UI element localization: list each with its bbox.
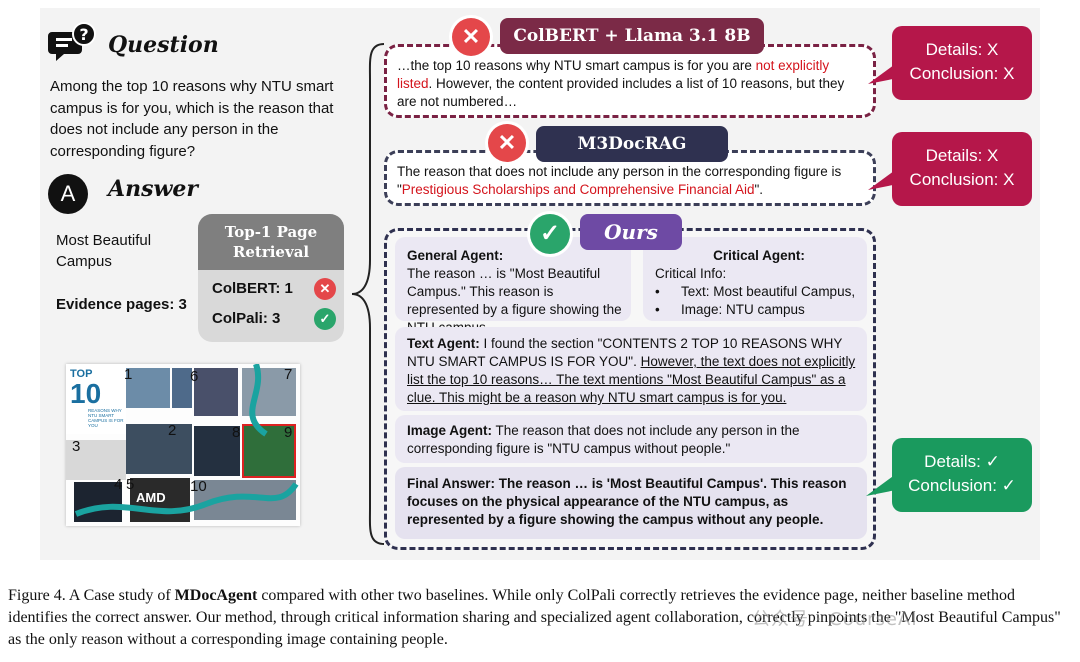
- thumb-num-6: 6: [190, 368, 199, 385]
- image-agent-label: Image Agent:: [407, 423, 493, 438]
- wrong-icon: ✕: [452, 18, 490, 56]
- photo-8: [194, 426, 240, 476]
- thumb-num-4: 4: [114, 476, 123, 493]
- figure-caption: Figure 4. A Case study of MDocAgent comp…: [8, 585, 1074, 651]
- thumb-num-9: 9: [284, 424, 293, 441]
- thumb-top-text: TOP: [70, 368, 93, 380]
- colbert-verdict-bubble: Details: X Conclusion: X: [892, 26, 1032, 100]
- ours-details-verdict: Details: ✓: [924, 452, 1000, 471]
- m3docrag-title: M3DocRAG: [536, 126, 728, 162]
- text-agent-body: I found the section "CONTENTS 2 TOP 10 R…: [407, 336, 843, 369]
- cover-block: TOP 10 REASONS WHY NTU SMART CAMPUS IS F…: [66, 364, 126, 434]
- question-chat-icon: ?: [48, 22, 96, 61]
- thumb-num-3: 3: [72, 438, 81, 455]
- ours-title: Ours: [580, 214, 682, 250]
- thumb-big-number: 10: [70, 378, 102, 409]
- colbert-text-red: not explicitly listed: [397, 58, 830, 91]
- m3docrag-answer-text: The reason that does not include any per…: [397, 163, 863, 199]
- wrong-icon: ✕: [314, 278, 336, 300]
- bubble-tail: [866, 474, 896, 496]
- m3docrag-verdict-bubble: Details: X Conclusion: X: [892, 132, 1032, 206]
- m3docrag-text-red: Prestigious Scholarships and Comprehensi…: [401, 182, 755, 197]
- thumb-num-5: 5: [126, 476, 135, 493]
- colbert-conclusion-verdict: Conclusion: X: [909, 64, 1015, 83]
- question-title: Question: [108, 32, 219, 58]
- general-agent-label: General Agent:: [407, 248, 504, 263]
- svg-text:?: ?: [79, 25, 88, 44]
- watermark: 公众号 · CourseAI: [752, 609, 918, 630]
- retrieval-box: Top-1 Page Retrieval ColBERT: 1 ✕ ColPal…: [198, 214, 344, 342]
- m3docrag-conclusion-verdict: Conclusion: X: [909, 170, 1015, 189]
- caption-rest: compared with other two baselines. While…: [8, 587, 1061, 648]
- thumb-amd-text: AMD: [136, 490, 166, 505]
- colbert-answer-box: …the top 10 reasons why NTU smart campus…: [384, 44, 876, 118]
- bubble-tail: [868, 62, 898, 84]
- general-agent-text: General Agent: The reason … is "Most Beau…: [407, 247, 629, 337]
- critical-agent-panel: Critical Agent: Critical Info: •Text: Mo…: [643, 237, 867, 321]
- photo-1: [126, 368, 170, 408]
- text-agent-text: Text Agent: I found the section "CONTENT…: [407, 335, 861, 407]
- photo-2: [126, 424, 192, 474]
- colbert-title: ColBERT + Llama 3.1 8B: [500, 18, 764, 54]
- photo-5: AMD: [130, 478, 190, 522]
- m3docrag-text-b: ".: [754, 182, 764, 197]
- final-answer-label: Final Answer:: [407, 476, 496, 491]
- thumb-num-8: 8: [232, 424, 241, 441]
- thumb-num-10: 10: [190, 478, 207, 495]
- colbert-text-b: . However, the content provided includes…: [397, 76, 845, 109]
- answer-title: Answer: [108, 176, 198, 202]
- text-agent-panel: Text Agent: I found the section "CONTENT…: [395, 327, 867, 411]
- retrieval-row-colbert: ColBERT: 1: [212, 280, 293, 297]
- photo-9-highlight: [242, 424, 296, 478]
- general-agent-body: The reason … is "Most Beautiful Campus."…: [407, 266, 622, 335]
- document-page-thumbnail: TOP 10 REASONS WHY NTU SMART CAMPUS IS F…: [66, 364, 300, 526]
- retrieval-header: Top-1 Page Retrieval: [198, 214, 344, 270]
- evidence-pages: Evidence pages: 3: [56, 296, 187, 313]
- text-agent-label: Text Agent:: [407, 336, 480, 351]
- final-answer-panel: Final Answer: The reason … is 'Most Beau…: [395, 467, 867, 539]
- thumb-side-text: REASONS WHY NTU SMART CAMPUS IS FOR YOU: [88, 408, 124, 428]
- thumb-num-2: 2: [168, 422, 177, 439]
- m3docrag-details-verdict: Details: X: [925, 146, 999, 165]
- ours-conclusion-verdict: Conclusion: ✓: [908, 476, 1016, 495]
- correct-icon: ✓: [314, 308, 336, 330]
- answer-text: Most Beautiful Campus: [56, 232, 152, 270]
- image-agent-body: The reason that does not include any per…: [407, 423, 800, 456]
- caption-prefix: Figure 4. A Case study of: [8, 587, 175, 604]
- answer-icon: A: [48, 174, 88, 214]
- critical-agent-text: Critical Agent: Critical Info: •Text: Mo…: [655, 247, 863, 319]
- retrieval-row-colpali: ColPali: 3: [212, 310, 281, 327]
- final-answer-text: Final Answer: The reason … is 'Most Beau…: [407, 475, 861, 529]
- correct-icon: ✓: [530, 214, 570, 254]
- curly-brace: [351, 43, 385, 545]
- wrong-icon: ✕: [488, 124, 526, 162]
- photo-1b: [172, 368, 192, 408]
- teal-swoosh: [74, 364, 299, 517]
- colbert-details-verdict: Details: X: [925, 40, 999, 59]
- image-agent-panel: Image Agent: The reason that does not in…: [395, 415, 867, 463]
- photo-6: [194, 368, 238, 416]
- question-text: Among the top 10 reasons why NTU smart c…: [50, 78, 334, 160]
- ours-answer-box: General Agent: The reason … is "Most Beau…: [384, 228, 876, 550]
- photo-3: [66, 440, 126, 480]
- final-answer-body: The reason … is 'Most Beautiful Campus'.…: [407, 476, 847, 527]
- text-agent-underlined: However, the text does not explicitly li…: [407, 354, 856, 405]
- image-agent-text: Image Agent: The reason that does not in…: [407, 422, 861, 458]
- colbert-text-a: …the top 10 reasons why NTU smart campus…: [397, 58, 756, 73]
- ours-verdict-bubble: Details: ✓ Conclusion: ✓: [892, 438, 1032, 512]
- critical-info-label: Critical Info:: [655, 266, 727, 281]
- m3docrag-text-a: The reason that does not include any per…: [397, 164, 842, 197]
- critical-item-image: Image: NTU campus: [681, 302, 805, 317]
- caption-bold: MDocAgent: [174, 587, 258, 604]
- thumb-num-7: 7: [284, 366, 293, 383]
- thumb-num-1: 1: [124, 366, 133, 383]
- critical-agent-label: Critical Agent:: [713, 248, 805, 263]
- bubble-tail: [868, 168, 898, 190]
- critical-item-text: Text: Most beautiful Campus,: [681, 284, 856, 299]
- colbert-answer-text: …the top 10 reasons why NTU smart campus…: [397, 57, 863, 111]
- photo-4: [74, 482, 122, 522]
